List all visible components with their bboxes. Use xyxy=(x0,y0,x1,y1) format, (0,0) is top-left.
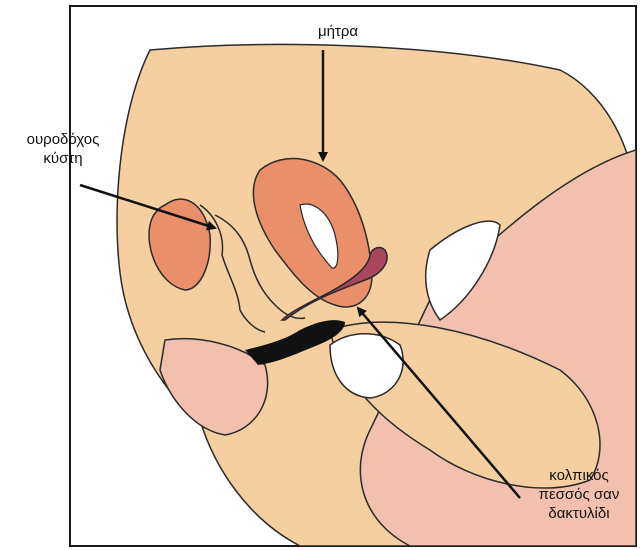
pessary-label-line2: πεσσός σαν xyxy=(520,485,638,504)
pessary-label-line1: κολπικός xyxy=(520,466,638,485)
bladder-label: ουροδόχος κύστη xyxy=(0,130,126,168)
bladder-label-line2: κύστη xyxy=(0,149,126,168)
pessary-label: κολπικός πεσσός σαν δακτυλίδι xyxy=(520,466,638,523)
pessary-label-line3: δακτυλίδι xyxy=(520,504,638,523)
bladder-label-line1: ουροδόχος xyxy=(0,130,126,149)
uterus-label: μήτρα xyxy=(300,22,376,41)
uterus-label-text: μήτρα xyxy=(318,23,358,40)
